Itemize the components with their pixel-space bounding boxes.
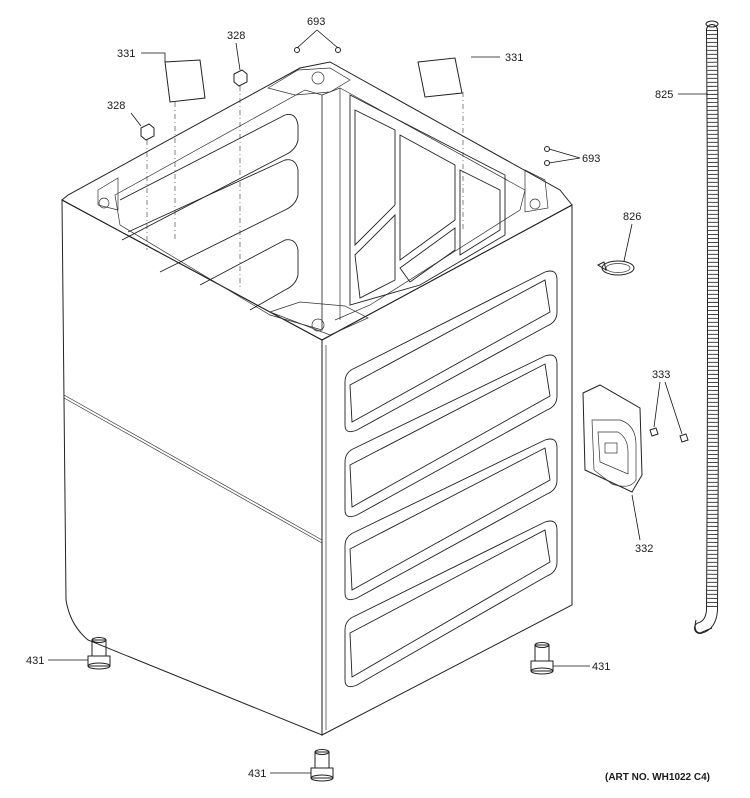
callout-693-right: 693	[582, 153, 600, 165]
callout-826: 826	[623, 211, 641, 223]
hose-clamp-826	[596, 260, 635, 276]
callout-labels: 693 331 328 331 328 693 825 826 333 332 …	[26, 16, 710, 783]
callout-431-left: 431	[26, 655, 44, 667]
callout-825: 825	[655, 89, 673, 101]
leveling-leg-431-right	[530, 642, 554, 675]
callout-431-bottom: 431	[248, 768, 266, 780]
callout-333: 333	[652, 369, 670, 381]
callout-331-right: 331	[505, 52, 523, 64]
bumper-328-left	[140, 123, 155, 250]
callout-431-right: 431	[592, 661, 610, 673]
screws-693-right	[544, 146, 550, 166]
leader-lines	[48, 29, 708, 774]
drain-hose-825	[694, 20, 719, 634]
leveling-leg-431-bottom	[310, 749, 334, 782]
leveling-leg-431-left	[87, 637, 111, 670]
callout-332: 332	[635, 543, 653, 555]
pad-331-right	[417, 57, 464, 230]
callout-328-top: 328	[227, 30, 245, 42]
screws-333	[649, 427, 689, 443]
art-number: (ART NO. WH1022 C4)	[605, 772, 710, 783]
pad-331-left	[164, 59, 206, 240]
callout-693-top: 693	[307, 16, 325, 28]
screws-693-top	[294, 47, 341, 53]
cabinet-interior	[97, 67, 549, 336]
pump-cover-332	[582, 384, 643, 493]
callout-331-left: 331	[117, 48, 135, 60]
cabinet	[61, 61, 573, 736]
side-panel-ribs	[344, 270, 558, 688]
bumper-328-top	[233, 69, 248, 290]
callout-328-left: 328	[107, 100, 125, 112]
